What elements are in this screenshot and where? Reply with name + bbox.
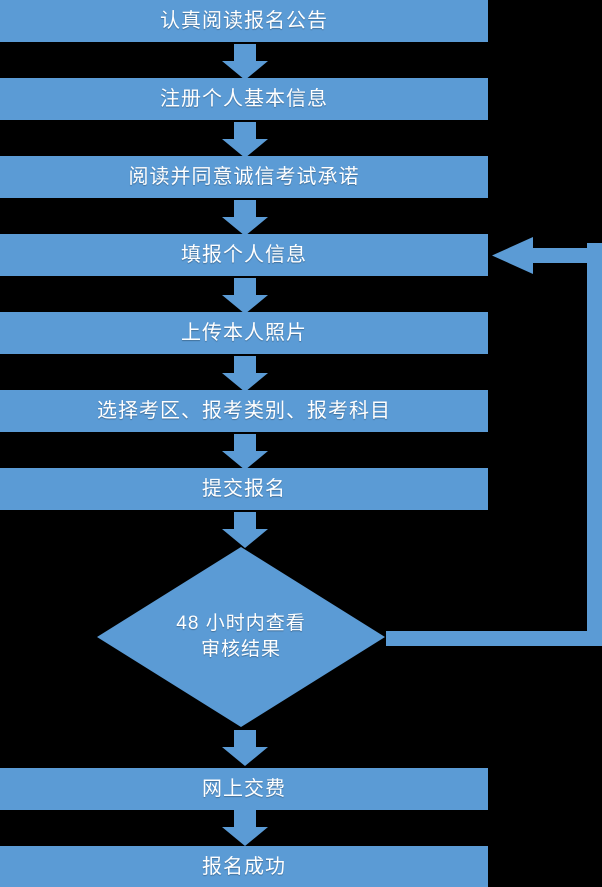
flow-node-label: 认真阅读报名公告 [160, 10, 328, 32]
flow-node-decision[interactable]: 48 小时内查看 审核结果 [97, 547, 385, 727]
flow-node-process[interactable]: 报名成功 [0, 846, 488, 887]
flow-node-process[interactable]: 认真阅读报名公告 [0, 0, 488, 42]
connector-arrow-down [222, 730, 268, 766]
flow-node-process[interactable]: 上传本人照片 [0, 312, 488, 354]
flow-node-label: 填报个人信息 [181, 244, 307, 266]
connector-arrow-down [222, 122, 268, 158]
connector-feedback-loop [386, 232, 602, 648]
flow-node-process[interactable]: 提交报名 [0, 468, 488, 510]
flow-node-process[interactable]: 阅读并同意诚信考试承诺 [0, 156, 488, 198]
connector-arrow-down [222, 44, 268, 80]
connector-arrow-down [222, 200, 268, 236]
flow-node-process[interactable]: 注册个人基本信息 [0, 78, 488, 120]
flow-node-process[interactable]: 选择考区、报考类别、报考科目 [0, 390, 488, 432]
flow-node-label: 阅读并同意诚信考试承诺 [128, 166, 360, 188]
flow-node-label: 注册个人基本信息 [160, 88, 328, 110]
connector-arrow-down [222, 434, 268, 470]
flow-node-label: 选择考区、报考类别、报考科目 [97, 400, 391, 422]
flow-node-label: 提交报名 [202, 478, 286, 500]
flow-node-process[interactable]: 网上交费 [0, 768, 488, 810]
connector-arrow-down [222, 810, 268, 846]
connector-arrow-down [222, 512, 268, 548]
flow-node-label: 上传本人照片 [181, 322, 307, 344]
connector-arrow-down [222, 356, 268, 392]
connector-arrow-down [222, 278, 268, 314]
flow-node-process[interactable]: 填报个人信息 [0, 234, 488, 276]
flow-node-label: 报名成功 [202, 856, 286, 878]
flow-node-label: 网上交费 [202, 778, 286, 800]
